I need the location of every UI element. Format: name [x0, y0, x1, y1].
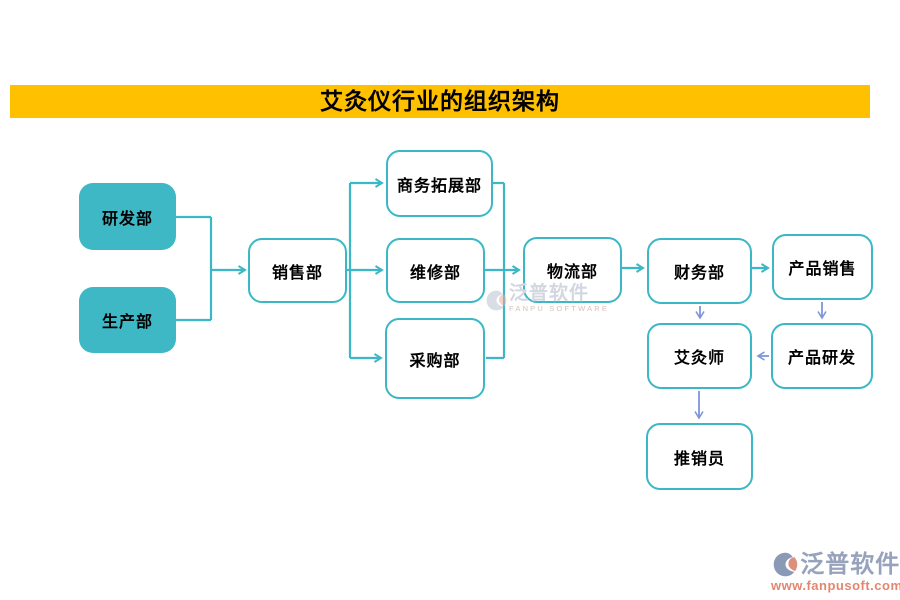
- node-salesperson: 推销员: [646, 423, 753, 490]
- node-product-rnd: 产品研发: [771, 323, 873, 389]
- node-business-development-dept: 商务拓展部: [386, 150, 493, 217]
- node-maintenance-dept: 维修部: [386, 238, 485, 303]
- node-rnd-dept: 研发部: [79, 183, 176, 250]
- node-logistics-dept: 物流部: [523, 237, 622, 303]
- node-moxibustionist: 艾灸师: [647, 323, 752, 389]
- node-finance-dept: 财务部: [647, 238, 752, 304]
- page-title: 艾灸仪行业的组织架构: [320, 88, 560, 114]
- node-production-dept: 生产部: [79, 287, 176, 353]
- node-sales-dept: 销售部: [248, 238, 347, 303]
- title-banner: 艾灸仪行业的组织架构: [10, 85, 870, 118]
- node-product-sales: 产品销售: [772, 234, 873, 300]
- node-procurement-dept: 采购部: [385, 318, 485, 399]
